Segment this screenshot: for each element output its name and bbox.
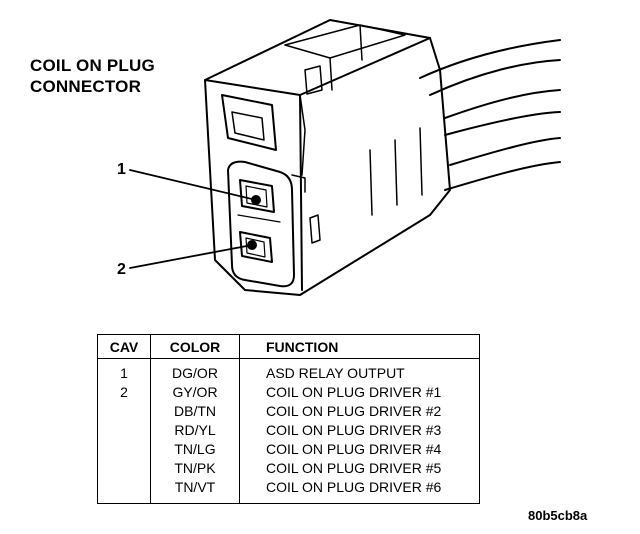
cell-color: TN/LG: [150, 440, 240, 459]
cell-color: TN/VT: [150, 478, 240, 504]
cell-cav: [97, 440, 151, 459]
title-line-2: CONNECTOR: [30, 77, 142, 96]
table-row: 2 GY/OR COIL ON PLUG DRIVER #1: [97, 383, 480, 402]
header-color: COLOR: [150, 334, 240, 359]
cell-color: DB/TN: [150, 402, 240, 421]
diagram-title: COIL ON PLUG CONNECTOR: [30, 55, 155, 97]
header-function: FUNCTION: [239, 334, 480, 359]
table-row: DB/TN COIL ON PLUG DRIVER #2: [97, 402, 480, 421]
cavity-2: [239, 231, 273, 263]
callout-2: 2: [117, 261, 126, 278]
connector-body: [204, 19, 451, 296]
cell-color: TN/PK: [150, 459, 240, 478]
cell-cav: 2: [97, 383, 151, 402]
terminal-dot-1: [251, 195, 261, 205]
pinout-table: CAV COLOR FUNCTION 1 DG/OR ASD RELAY OUT…: [97, 334, 480, 504]
cell-cav: [97, 478, 151, 504]
table-row: 1 DG/OR ASD RELAY OUTPUT: [97, 358, 480, 383]
title-line-1: COIL ON PLUG: [30, 56, 155, 75]
callout-1: 1: [117, 161, 126, 178]
cell-color: GY/OR: [150, 383, 240, 402]
cell-function: COIL ON PLUG DRIVER #4: [266, 441, 442, 457]
header-cav: CAV: [97, 334, 151, 359]
cell-color: RD/YL: [150, 421, 240, 440]
cell-cav: [97, 459, 151, 478]
table-header-row: CAV COLOR FUNCTION: [97, 334, 480, 359]
cell-function: COIL ON PLUG DRIVER #5: [266, 460, 442, 476]
terminal-dot-2: [247, 240, 257, 250]
wire-harness: [419, 39, 561, 191]
cell-cav: [97, 402, 151, 421]
figure-id: 80b5cb8a: [528, 508, 588, 523]
cell-function: COIL ON PLUG DRIVER #3: [266, 422, 442, 438]
leader-line-1: [129, 169, 257, 201]
cell-cav: [97, 421, 151, 440]
cell-function: COIL ON PLUG DRIVER #2: [266, 403, 442, 419]
table-row: TN/PK COIL ON PLUG DRIVER #5: [97, 459, 480, 478]
table-row: TN/LG COIL ON PLUG DRIVER #4: [97, 440, 480, 459]
cell-cav: 1: [97, 358, 151, 383]
cell-function: COIL ON PLUG DRIVER #1: [266, 384, 442, 400]
cell-function: ASD RELAY OUTPUT: [266, 365, 405, 381]
leader-line-2: [129, 244, 253, 269]
cell-function: COIL ON PLUG DRIVER #6: [266, 479, 442, 495]
table-row: RD/YL COIL ON PLUG DRIVER #3: [97, 421, 480, 440]
connector-illustration: [129, 19, 561, 296]
table-row: TN/VT COIL ON PLUG DRIVER #6: [97, 478, 480, 504]
cell-color: DG/OR: [150, 358, 240, 383]
